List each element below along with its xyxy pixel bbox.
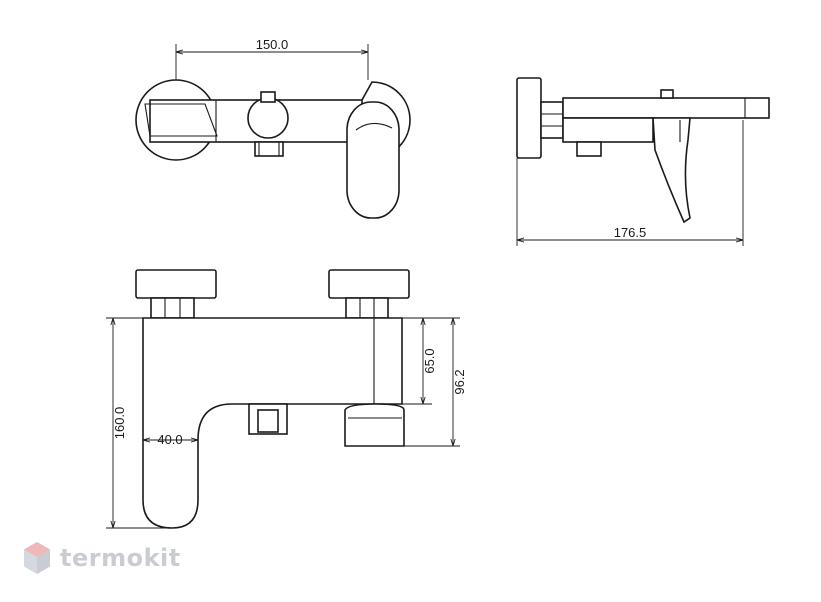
dim-176-label: 176.5 <box>614 225 647 240</box>
side-top-tab <box>660 89 674 99</box>
side-lower-body <box>562 117 654 143</box>
side-lever <box>652 117 691 224</box>
top-handle <box>346 101 400 219</box>
front-left-nut <box>150 297 195 319</box>
side-view: 176.5 <box>516 77 770 246</box>
side-body <box>562 97 770 119</box>
brand-watermark: termokit <box>22 538 181 578</box>
front-right-nut <box>345 297 389 319</box>
hexagon-logo-icon <box>24 542 50 574</box>
dim-96-label: 96.2 <box>452 369 467 394</box>
top-handle-detail <box>355 122 393 131</box>
front-handle-base <box>344 403 405 447</box>
top-view: 150.0 <box>135 37 411 219</box>
dim-160-label: 160.0 <box>112 407 127 440</box>
side-flange <box>516 77 542 159</box>
front-view: 160.0 40.0 65.0 96.2 <box>106 269 467 529</box>
top-knob <box>247 97 289 139</box>
top-left-detail <box>144 103 218 137</box>
side-connector <box>576 141 602 157</box>
front-left-cap <box>135 269 217 299</box>
dim-150-label: 150.0 <box>256 37 289 52</box>
dim-65-label: 65.0 <box>422 348 437 373</box>
brand-name: termokit <box>60 544 181 572</box>
side-nut <box>540 101 564 139</box>
front-right-cap <box>328 269 410 299</box>
front-diverter-inner <box>257 409 279 433</box>
top-connector <box>254 141 284 157</box>
top-knob-tab <box>260 91 276 103</box>
dim-40-label: 40.0 <box>157 432 182 447</box>
front-body <box>142 317 403 529</box>
